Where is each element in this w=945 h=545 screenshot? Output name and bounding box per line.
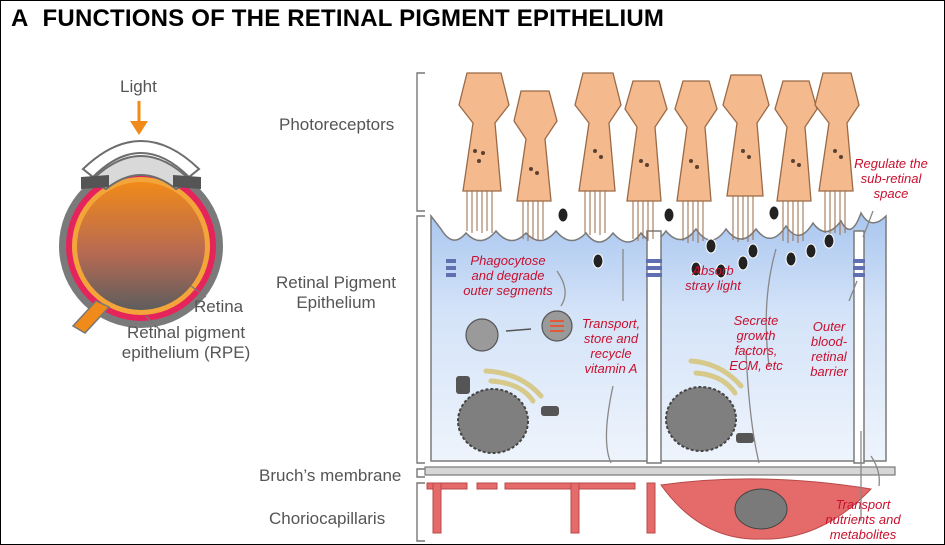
figure-title: A FUNCTIONS OF THE RETINAL PIGMENT EPITHE… <box>11 5 664 33</box>
transport-line2: nutrients and <box>825 512 901 527</box>
barrier-line2: blood- <box>810 334 848 349</box>
photoreceptors-label: Photoreceptors <box>279 115 395 134</box>
vitamin-a-line4: vitamin A <box>584 361 638 376</box>
phagocytose-line1: Phagocytose <box>470 253 546 268</box>
phagocytose-line2: and degrade <box>471 268 545 283</box>
rpe-eye-label-line2: epithelium (RPE) <box>121 343 251 362</box>
subretinal-line2: sub-retinal <box>860 171 922 186</box>
annotation-arrows <box>556 210 880 521</box>
secrete-line2: growth <box>736 328 776 343</box>
choriocapillaris <box>426 478 873 540</box>
rpe-layer-label: Retinal Pigment Epithelium <box>261 273 411 313</box>
vitamin-a-line1: Transport, <box>581 316 641 331</box>
subretinal-line1: Regulate the <box>854 156 928 171</box>
vitamin-a-line2: store and <box>583 331 639 346</box>
layer-brackets <box>416 72 425 542</box>
barrier-line4: barrier <box>810 364 848 379</box>
light-arrow-icon <box>130 121 148 135</box>
vitamin-a-annotation: Transport, store and recycle vitamin A <box>571 316 651 376</box>
title-text: FUNCTIONS OF THE RETINAL PIGMENT EPITHEL… <box>42 5 665 32</box>
phagocytose-annotation: Phagocytose and degrade outer segments <box>453 253 563 298</box>
absorb-line1: Absorb <box>692 263 734 278</box>
transport-line3: metabolites <box>829 527 897 542</box>
rpe-cells <box>430 211 887 464</box>
barrier-line3: retinal <box>811 349 847 364</box>
secrete-line1: Secrete <box>733 313 779 328</box>
retina-label: Retina <box>194 297 244 316</box>
subretinal-annotation: Regulate the sub-retinal space <box>841 156 941 201</box>
transport-annotation: Transport nutrients and metabolites <box>813 497 913 542</box>
rpe-layer-label-line1: Retinal Pigment <box>275 273 396 292</box>
choriocapillaris-label: Choriocapillaris <box>269 509 386 528</box>
rpe-eye-label-line1: Retinal pigment <box>126 323 246 342</box>
subretinal-line3: space <box>873 186 909 201</box>
absorb-line2: stray light <box>685 278 741 293</box>
barrier-annotation: Outer blood- retinal barrier <box>799 319 859 379</box>
vitamin-a-line3: recycle <box>590 346 632 361</box>
rpe-eye-label: Retinal pigment epithelium (RPE) <box>111 323 261 363</box>
transport-line1: Transport <box>835 497 891 512</box>
light-label: Light <box>120 77 157 96</box>
rpe-layer-label-line2: Epithelium <box>296 293 376 312</box>
panel-letter: A <box>11 5 29 32</box>
secrete-line4: ECM, etc <box>729 358 783 373</box>
secrete-annotation: Secrete growth factors, ECM, etc <box>716 313 796 373</box>
bruchs-membrane <box>424 466 896 476</box>
barrier-line1: Outer <box>812 319 846 334</box>
melanosomes <box>557 205 835 279</box>
phagocytose-line3: outer segments <box>463 283 553 298</box>
photoreceptors <box>458 72 860 243</box>
secrete-line3: factors, <box>734 343 778 358</box>
bruchs-label: Bruch’s membrane <box>259 466 402 485</box>
eye-schematic <box>59 101 223 334</box>
absorb-annotation: Absorb stray light <box>673 263 753 293</box>
